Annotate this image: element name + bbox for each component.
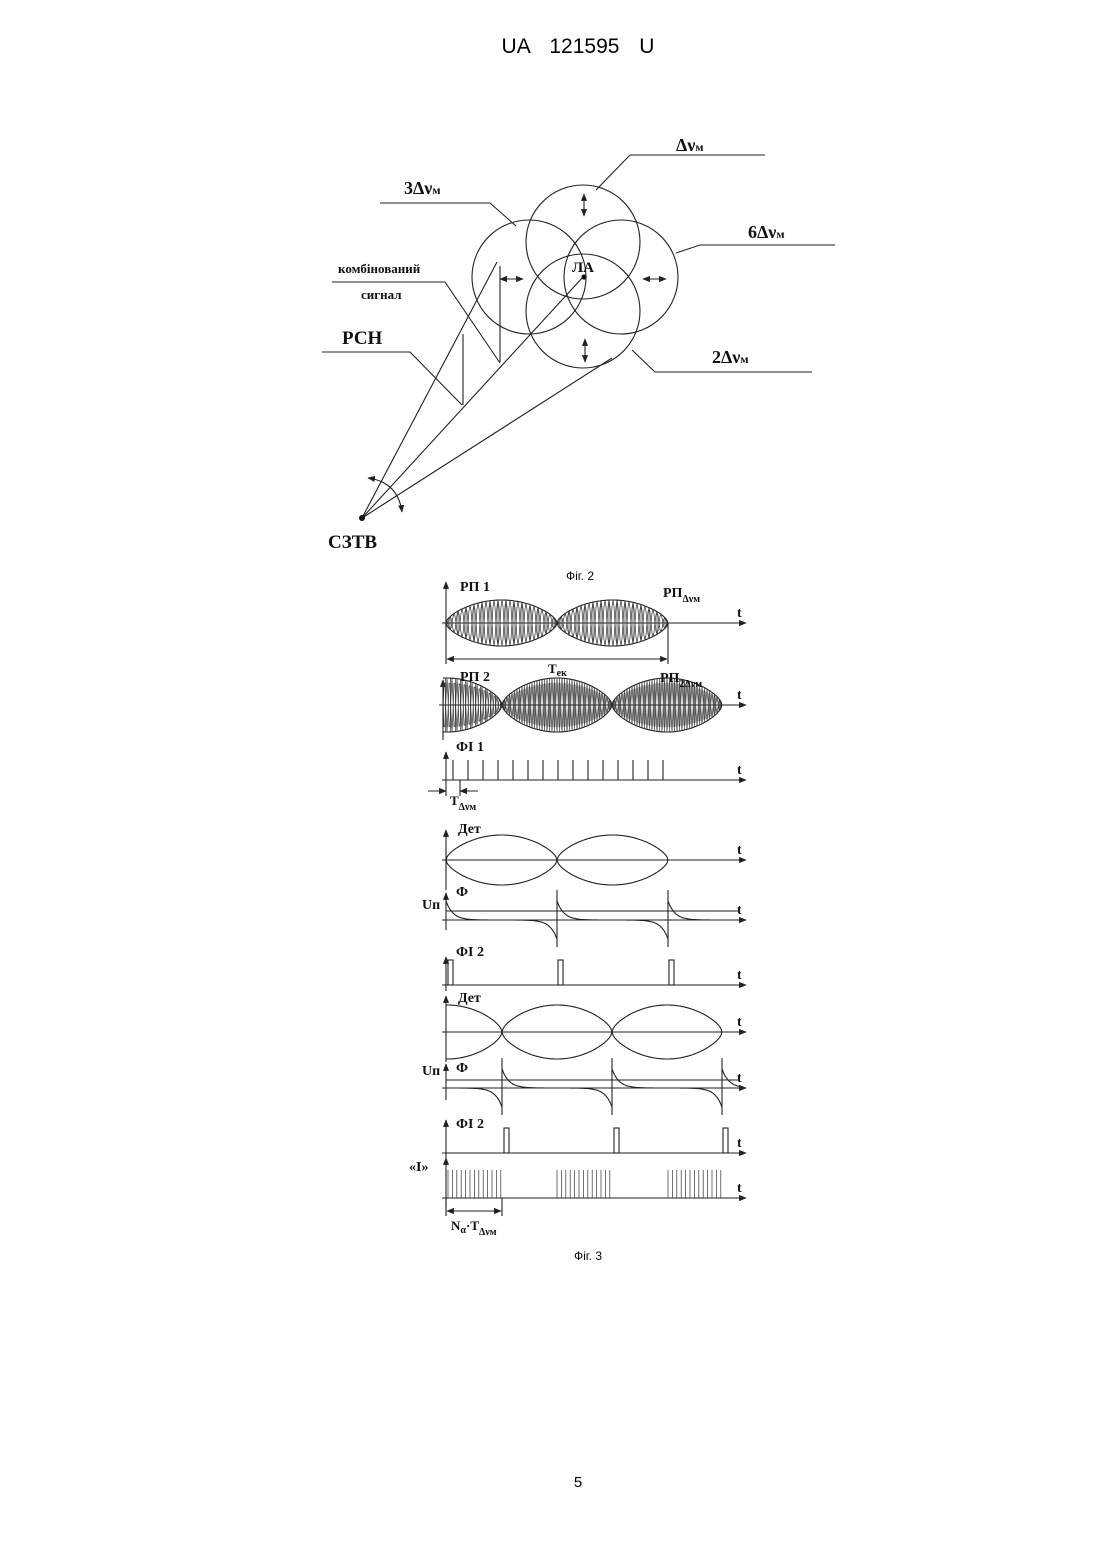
det1-envelope-lower: [446, 860, 557, 885]
fi2b-pulse: [614, 1128, 619, 1153]
label-rp1: РП 1: [460, 580, 490, 595]
det2-envelope-upper: [446, 1005, 502, 1032]
label-up-1: Uп: [422, 898, 440, 913]
label-3dnu-main: 3Δν: [404, 178, 432, 198]
label-combined-signal-line2: сигнал: [361, 287, 402, 302]
label-burst-length: Nα·TΔνм: [451, 1218, 497, 1238]
det2-t-label: t: [737, 1015, 742, 1030]
phi2-signal: [446, 1088, 502, 1107]
label-pulse-period-main: T: [450, 793, 459, 808]
det2-envelope-lower: [612, 1032, 722, 1059]
label-6dnu-main: 6Δν: [748, 222, 776, 242]
det2-envelope-upper: [502, 1005, 612, 1032]
det1-envelope-upper: [557, 835, 668, 860]
leader-line-6dnu: [676, 245, 835, 253]
figure-2-caption: Фіг. 2: [566, 569, 594, 583]
label-3dnu-sub: м: [432, 183, 440, 197]
rp2-t-label: t: [737, 688, 742, 703]
label-3dnu: 3Δνм: [404, 178, 441, 198]
label-fi2-2: ФІ 2: [456, 1117, 484, 1132]
figure-3-timing-diagrams: tttttttttt РП 1 РПΔνм Tек РП 2 РП2Δνм ФІ…: [409, 580, 746, 1238]
fi2b-t-label: t: [737, 1136, 742, 1151]
label-i-signal: «І»: [409, 1160, 428, 1175]
label-rp1-right-main: РП: [663, 586, 683, 601]
label-up-2: Uп: [422, 1064, 440, 1079]
rp1-t-label: t: [737, 606, 742, 621]
label-2dnu-sub: м: [740, 352, 748, 366]
fi2b-pulse: [504, 1128, 509, 1153]
rotation-arrow: [368, 478, 402, 512]
fi1-t-label: t: [737, 763, 742, 778]
phi2-t-label: t: [737, 1071, 742, 1086]
label-dnu-sub: м: [695, 140, 703, 154]
label-pulse-period: TΔνм: [450, 793, 476, 813]
fi2a-pulse: [448, 960, 453, 985]
label-scan-period-main: T: [548, 661, 557, 676]
beam-circle-top: [526, 185, 640, 299]
leader-line-3dnu: [380, 203, 516, 226]
label-6dnu: 6Δνм: [748, 222, 785, 242]
label-burst-length-mid: ·T: [466, 1218, 479, 1233]
label-combined-signal-line1: комбінований: [338, 261, 421, 276]
label-fi1: ФІ 1: [456, 740, 484, 755]
label-station: СЗТВ: [328, 532, 377, 553]
det1-envelope-upper: [446, 835, 557, 860]
det1-envelope-lower: [557, 860, 668, 885]
det2-envelope-upper: [612, 1005, 722, 1032]
label-scan-period: Tек: [548, 661, 567, 679]
label-phi-2: Ф: [456, 1061, 468, 1076]
det1-t-label: t: [737, 843, 742, 858]
fi2a-pulse: [669, 960, 674, 985]
label-det-2: Дет: [458, 991, 481, 1006]
station-point: [359, 515, 365, 521]
label-rp1-right-sub: Δνм: [682, 594, 700, 605]
fi2a-pulse: [558, 960, 563, 985]
beam-circle-right: [564, 220, 678, 334]
label-rsn: РСН: [342, 328, 383, 349]
label-2dnu: 2Δνм: [712, 347, 749, 367]
label-rp2-right-sub: 2Δνм: [679, 679, 702, 690]
det2-envelope-lower: [502, 1032, 612, 1059]
i-signal-t-label: t: [737, 1181, 742, 1196]
label-2dnu-main: 2Δν: [712, 347, 740, 367]
label-det-1: Дет: [458, 822, 481, 837]
figure-3-caption: Фіг. 3: [574, 1249, 602, 1263]
label-rp2-right-main: РП: [660, 671, 680, 686]
label-scan-period-sub: ек: [557, 668, 567, 679]
label-burst-length-sub: Δνм: [479, 1227, 497, 1238]
label-6dnu-sub: м: [776, 227, 784, 241]
patent-number-header: UA 121595 U: [502, 35, 655, 58]
label-dnu: Δνм: [676, 135, 704, 155]
aircraft-label: ЛА: [572, 260, 594, 276]
label-dnu-main: Δν: [676, 135, 695, 155]
fi2a-t-label: t: [737, 968, 742, 983]
label-rp1-right: РПΔνм: [663, 586, 700, 605]
label-pulse-period-sub: Δνм: [459, 802, 477, 813]
fi2b-pulse: [723, 1128, 728, 1153]
det2-envelope-lower: [446, 1032, 502, 1059]
leader-line-rsn: [322, 352, 462, 405]
figure-2-diagram: ЛА Δνм 3Δνм 6Δνм комбінований сигнал РСН…: [322, 135, 835, 553]
label-rp2: РП 2: [460, 670, 490, 685]
page-number: 5: [574, 1474, 582, 1491]
label-fi2-1: ФІ 2: [456, 945, 484, 960]
label-phi-1: Ф: [456, 885, 468, 900]
leader-line-dnu: [596, 155, 765, 190]
